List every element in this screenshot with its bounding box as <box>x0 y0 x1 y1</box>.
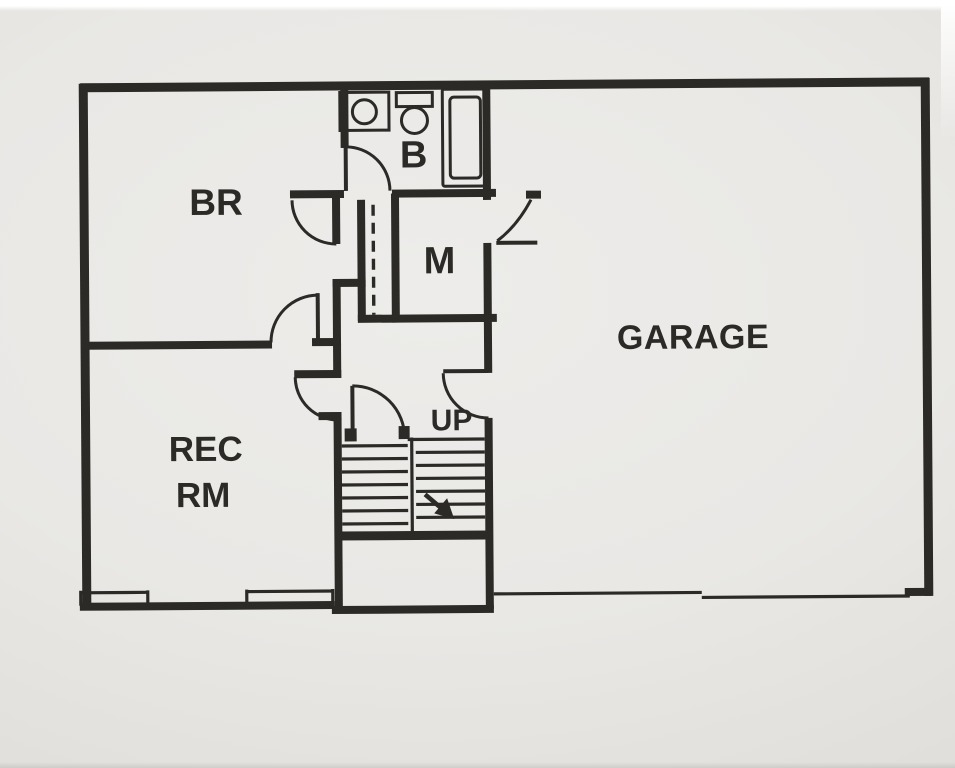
staircase <box>335 437 488 541</box>
bathroom-fixtures <box>338 87 490 188</box>
stairs-direction-arrow <box>423 492 455 520</box>
door-swing-bedroom <box>269 293 321 343</box>
paper-edge-right <box>941 0 955 140</box>
garage-door-opening <box>493 587 932 600</box>
door-swing-bathroom <box>343 145 392 191</box>
bathtub-icon <box>440 87 490 188</box>
toilet-icon <box>394 90 434 135</box>
room-label-rec-line1: REC <box>169 430 243 470</box>
door-swing-stairs <box>344 384 410 442</box>
sink-icon <box>338 90 391 132</box>
room-label-bathroom: B <box>400 134 428 176</box>
windows <box>79 589 335 611</box>
door-swing-bedroom-closet <box>290 200 337 246</box>
room-labels: BR B M GARAGE REC RM UP <box>169 134 770 515</box>
closet-sliding-door <box>371 204 376 315</box>
room-label-rec-line2: RM <box>176 476 231 515</box>
door-swing-m-room <box>496 198 538 245</box>
room-label-bedroom: BR <box>189 182 243 223</box>
paper-edge-bottom <box>0 762 955 768</box>
door-swings <box>269 145 538 442</box>
stairs-up-label: UP <box>431 404 473 437</box>
door-swing-rec-room <box>293 369 342 422</box>
room-label-garage: GARAGE <box>617 318 769 357</box>
room-label-m-room: M <box>423 240 455 282</box>
door-swing-garage <box>441 368 489 420</box>
paper-edge-top <box>0 0 955 11</box>
